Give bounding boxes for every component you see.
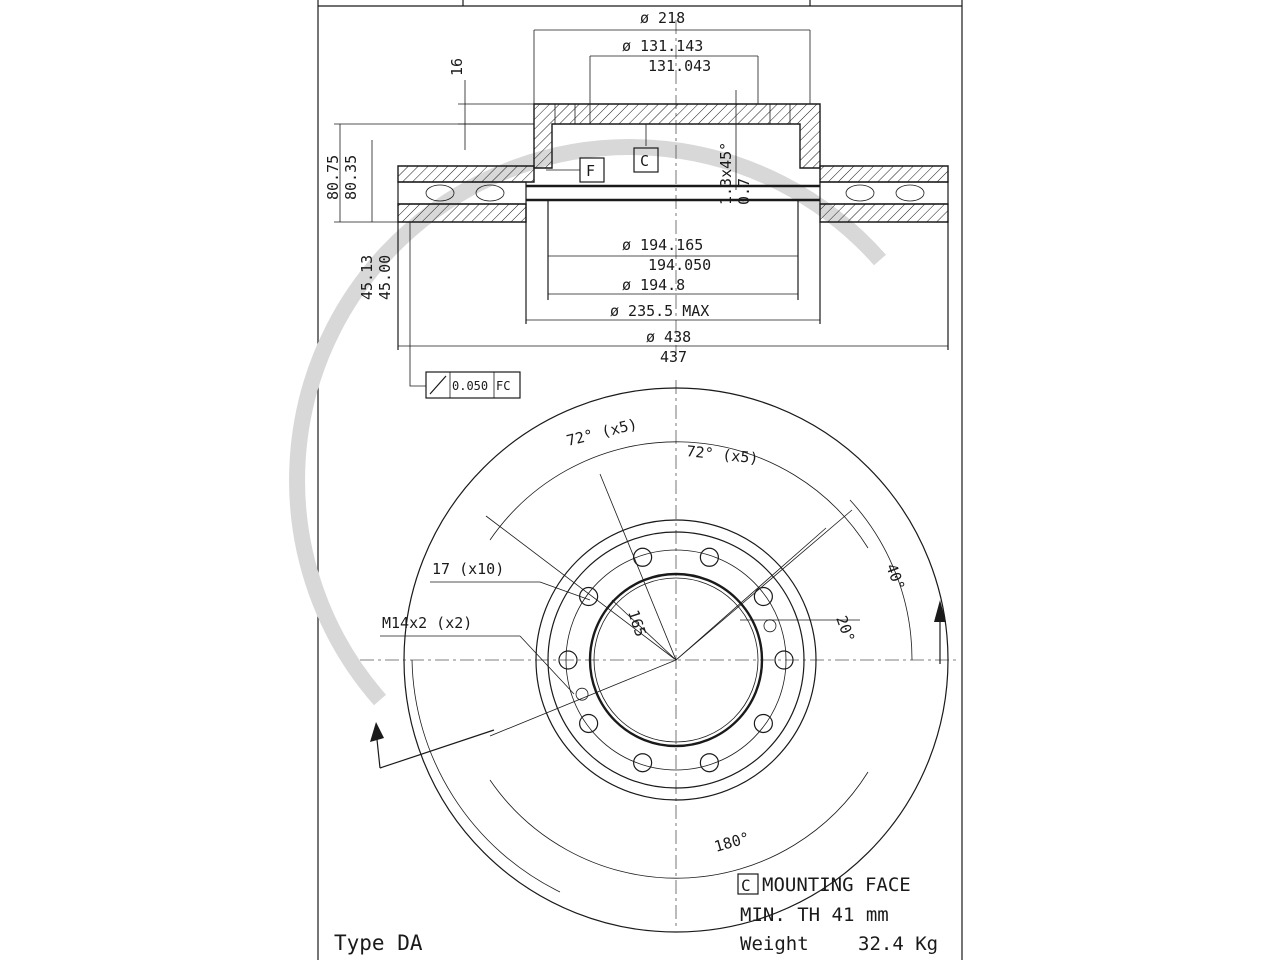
tolerance-value: 0.050 — [452, 379, 488, 393]
bolt-holes — [558, 547, 794, 773]
thread-hole — [575, 687, 589, 701]
disc-outer-circle — [403, 387, 949, 933]
notes-block: C MOUNTING FACE MIN. TH 41 mm Weight 32.… — [334, 873, 938, 955]
dim-131-max: ø 131.143 — [622, 37, 703, 55]
bolt-hole — [558, 650, 578, 670]
plan-view: 72° (x5) 72° (x5) 17 (x10) M14x2 (x2) 16… — [360, 380, 960, 933]
bolt-hole — [774, 650, 794, 670]
dim-235-max: ø 235.5 MAX — [610, 302, 709, 320]
weight-value: 32.4 Kg — [858, 933, 938, 955]
datum-c: C — [640, 152, 649, 170]
type-label: Type DA — [334, 931, 423, 955]
datum-f-box — [579, 157, 605, 183]
bolt-hole — [753, 586, 773, 607]
thread-label: M14x2 (x2) — [382, 614, 472, 632]
dim-chamfer-2: 0.7 — [735, 178, 753, 205]
dim-45-max: 45.13 — [358, 255, 376, 300]
angle-72-left: 72° (x5) — [565, 415, 639, 450]
tolerance-reference: FC — [496, 379, 510, 393]
friction-inner-circle — [535, 519, 817, 801]
dim-437: 437 — [660, 348, 687, 366]
bolt-hole — [699, 753, 719, 773]
mounting-letter-box — [737, 873, 759, 895]
dim-16: 16 — [448, 58, 466, 76]
datum-f: F — [586, 162, 595, 180]
weight-label: Weight — [740, 933, 809, 955]
min-thickness-note: MIN. TH 41 mm — [740, 904, 889, 926]
mounting-letter: C — [741, 876, 751, 895]
angle-40: 40° — [882, 561, 908, 593]
bolt-hole — [579, 713, 599, 734]
dim-218: ø 218 — [640, 9, 685, 27]
dim-194-8: ø 194.8 — [622, 276, 685, 294]
center-bore — [588, 572, 764, 748]
tolerance-frame — [425, 371, 521, 399]
dim-438: ø 438 — [646, 328, 691, 346]
thread-hole — [763, 619, 777, 633]
dim-80-min: 80.35 — [342, 155, 360, 200]
drawing-frame — [317, 0, 963, 960]
angle-180: 180° — [712, 829, 752, 856]
angle-20: 20° — [832, 613, 858, 645]
radius-165: 165 — [624, 608, 649, 639]
bolt-hole — [579, 586, 599, 607]
dim-80-max: 80.75 — [324, 155, 342, 200]
dim-194-min: 194.050 — [648, 256, 711, 274]
bolt-hole — [633, 753, 653, 773]
dim-45-min: 45.00 — [376, 255, 394, 300]
mounting-face-note: MOUNTING FACE — [762, 874, 911, 896]
datum-c-box — [633, 147, 659, 173]
section-view: ø 218 ø 131.143 131.043 16 80.75 80.35 4… — [324, 9, 949, 399]
dim-131-min: 131.043 — [648, 57, 711, 75]
angle-72-right: 72° (x5) — [686, 442, 760, 467]
dim-chamfer: 1.3x45° — [717, 142, 735, 205]
dim-194-max: ø 194.165 — [622, 236, 703, 254]
bolt-hole — [699, 547, 719, 567]
bolt-hole-label: 17 (x10) — [432, 560, 504, 578]
bolt-hole — [753, 713, 773, 734]
